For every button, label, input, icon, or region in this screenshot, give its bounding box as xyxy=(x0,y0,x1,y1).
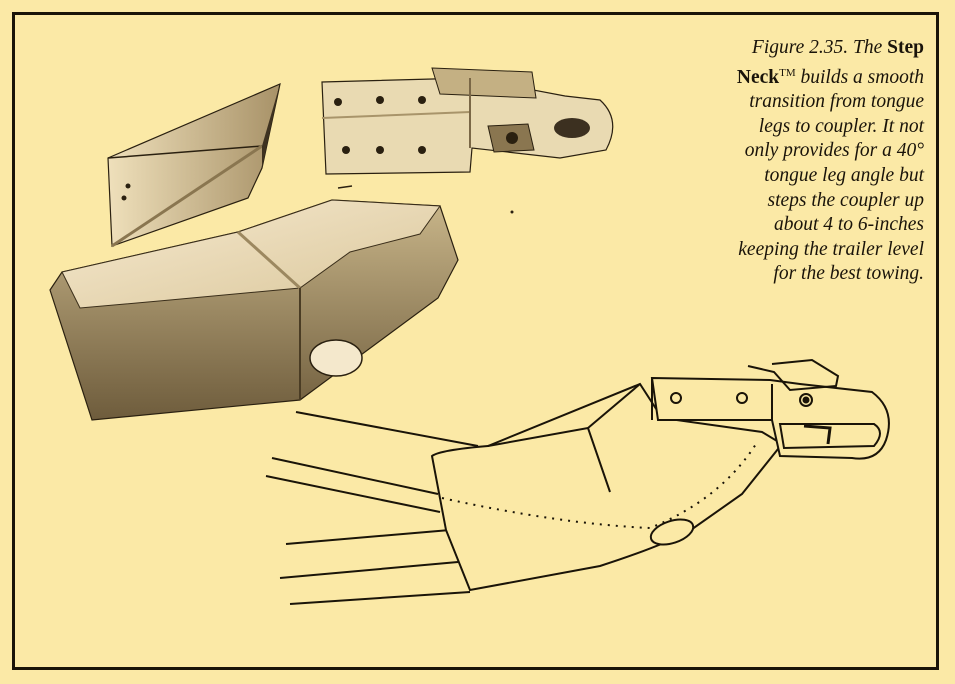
caption-line-8: keeping the trailer level xyxy=(738,238,924,260)
step-neck-photo xyxy=(49,185,514,421)
tongue-leg-6 xyxy=(289,591,471,605)
product-name-step: Step xyxy=(887,37,924,58)
caption-the: The xyxy=(853,37,883,58)
tongue-leg-3 xyxy=(265,475,441,513)
figure-label: Figure 2.35. xyxy=(751,37,849,58)
caption-line-5: tongue leg angle but xyxy=(764,164,924,186)
step-neck-outline xyxy=(430,382,784,592)
figure-frame xyxy=(12,12,939,670)
caption-line-1: builds a smooth xyxy=(800,66,924,88)
caption-line-9: for the best towing. xyxy=(773,263,924,285)
coupler-photo xyxy=(321,67,614,175)
tongue-leg-4 xyxy=(285,529,451,545)
caption-line-3: legs to coupler. It not xyxy=(758,115,924,137)
bracket-photo xyxy=(107,82,281,248)
assembly-drawing xyxy=(265,358,890,605)
weld-line xyxy=(441,443,757,530)
caption-line-7: about 4 to 6-inches xyxy=(773,214,924,236)
figure-caption: Figure 2.35. The Step NeckTM builds a sm… xyxy=(658,36,924,287)
caption-line-6: steps the coupler up xyxy=(767,189,924,211)
caption-line-4: only provides for a 40° xyxy=(744,140,924,162)
tongue-leg-5 xyxy=(279,561,459,579)
product-name-neck: Neck xyxy=(736,66,780,88)
tongue-leg-2 xyxy=(271,457,439,495)
trademark-mark: TM xyxy=(779,66,796,79)
tongue-leg-upper xyxy=(295,411,479,447)
caption-line-2: transition from tongue xyxy=(749,91,924,113)
neck-hole xyxy=(649,518,695,546)
